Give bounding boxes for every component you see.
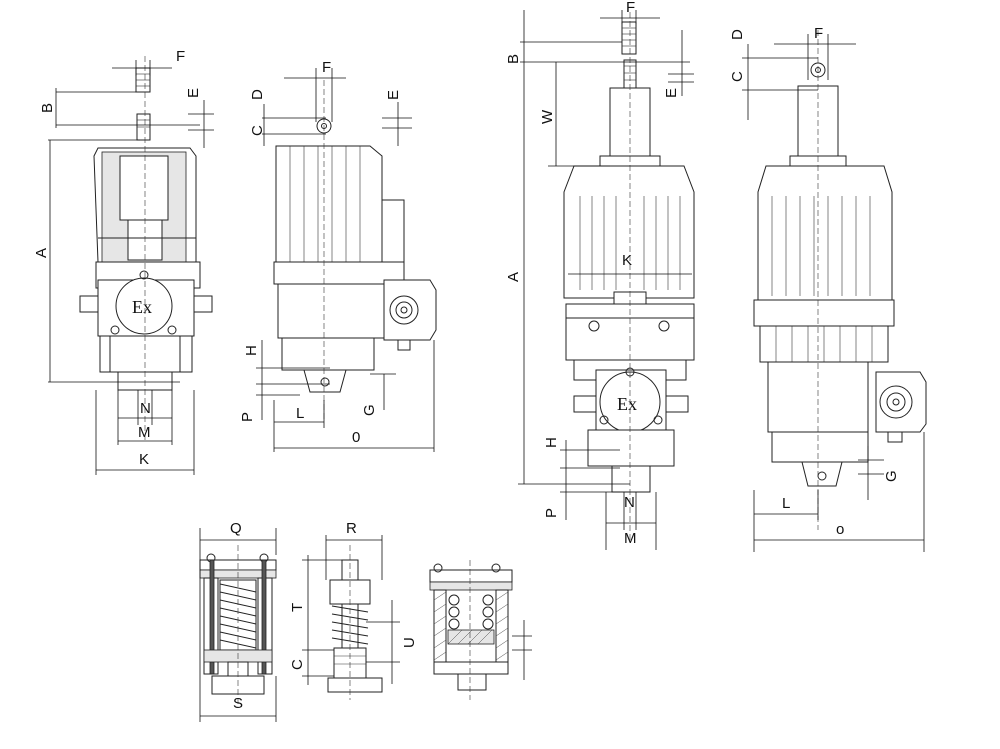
label-l-2: L: [296, 405, 304, 422]
view-3-labels: F B E W A K H P N M: [505, 0, 680, 547]
label-q-5: Q: [230, 520, 242, 537]
motor-body-3: [563, 165, 695, 299]
view-1-dimensions: [48, 60, 214, 475]
view-4-dimensions: [742, 34, 925, 552]
view-2-side: [273, 80, 437, 420]
label-n-3: N: [624, 494, 635, 511]
label-k-3: K: [622, 252, 632, 269]
ex-mark-3: Ex: [617, 394, 637, 414]
view-3-dimensions: [518, 10, 694, 550]
label-g-4: G: [883, 470, 900, 482]
label-r-6: R: [346, 520, 357, 537]
label-f-2: F: [322, 59, 331, 76]
label-d-2: D: [249, 89, 266, 100]
view-5-labels: Q S: [230, 520, 243, 712]
view-6-dimensions: [302, 535, 400, 685]
view-1-front: Ex: [79, 56, 213, 440]
label-b-1: B: [39, 103, 56, 113]
view-1-labels: F B E A N M K: [33, 48, 202, 468]
label-c-4: C: [729, 71, 746, 82]
label-e-2: E: [385, 90, 402, 100]
motor-body-2: [275, 145, 383, 263]
label-0-2: 0: [352, 429, 360, 446]
view-6-spring-module: [327, 545, 383, 700]
label-t-6: T: [289, 603, 306, 612]
base-7: [457, 673, 487, 691]
base-eye-2: [303, 369, 347, 393]
label-f-4: F: [814, 25, 823, 42]
spring-base-6: [327, 677, 383, 693]
view-7-dimensions: [512, 620, 532, 680]
label-h-2: H: [243, 345, 260, 356]
view-4-side: [753, 30, 927, 530]
label-e-3: E: [663, 88, 680, 98]
view-2-dimensions: [256, 68, 435, 452]
motor-body-4: [757, 165, 893, 301]
ex-mark-1: Ex: [132, 297, 152, 317]
label-b-3: B: [505, 54, 522, 64]
label-d-4: D: [729, 29, 746, 40]
label-l-4: L: [782, 495, 790, 512]
label-a-3: A: [505, 272, 522, 282]
label-s-5: S: [233, 695, 243, 712]
base-mount-3: [611, 465, 651, 493]
view-2-labels: F D C E H P L G 0: [239, 59, 402, 446]
base-eye-4: [801, 461, 843, 487]
label-c-6: C: [289, 659, 306, 670]
label-a-1: A: [33, 248, 50, 258]
label-u-6: U: [401, 637, 418, 648]
label-m-3: M: [624, 530, 637, 547]
label-n-1: N: [140, 400, 151, 417]
label-f-1: F: [176, 48, 185, 65]
label-k-1: K: [139, 451, 149, 468]
view-7-section: [429, 560, 513, 700]
label-c-2: C: [249, 125, 266, 136]
label-w-3: W: [539, 109, 556, 124]
view-4-labels: F D C L G o: [729, 25, 900, 538]
label-f-3: F: [626, 0, 635, 16]
label-e-1: E: [185, 88, 202, 98]
label-p-2: P: [239, 412, 256, 422]
label-m-1: M: [138, 424, 151, 441]
label-p-3: P: [543, 508, 560, 518]
label-h-3: H: [543, 437, 560, 448]
view-6-labels: R T C U: [289, 520, 418, 670]
label-g-2: G: [361, 404, 378, 416]
label-o-4: o: [836, 521, 844, 538]
view-5-spring-module: [199, 545, 277, 705]
view-5-dimensions: [199, 528, 277, 722]
view-3-front: Ex: [563, 12, 695, 540]
top-rod-3: [621, 21, 637, 55]
piston-block-7: [447, 629, 495, 645]
